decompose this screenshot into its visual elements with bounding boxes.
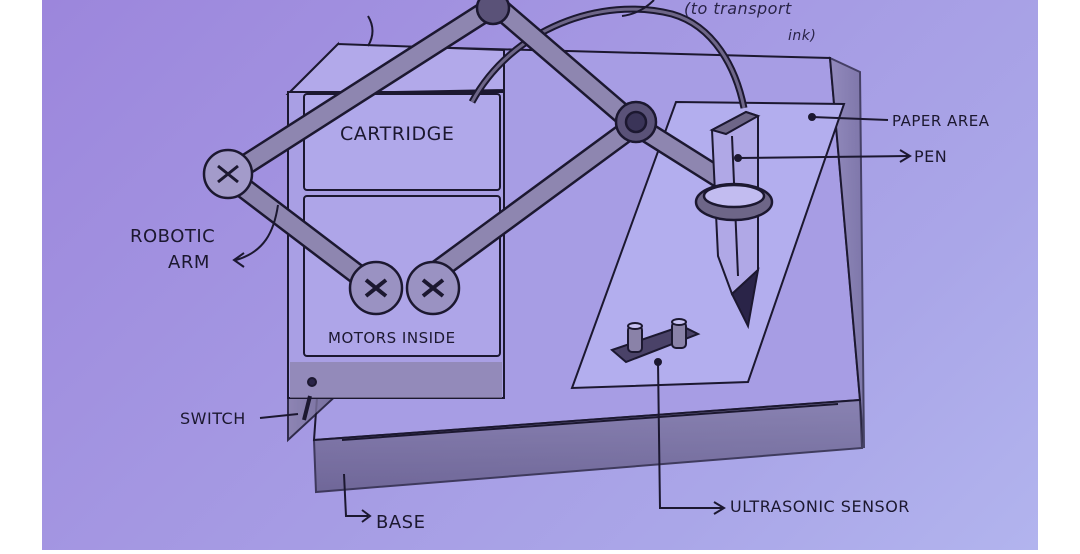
joint-elbow: [616, 102, 656, 142]
label-paper-area: PAPER AREA: [892, 112, 990, 130]
label-ultrasonic-sensor: ULTRASONIC SENSOR: [730, 497, 910, 516]
label-tube-note-2: ink): [788, 28, 816, 44]
label-switch: SWITCH: [180, 409, 246, 428]
robotic-arm-sketch: CARTRIDGE MOTORS INSIDE ROBOTIC ARM SWIT…: [42, 0, 1038, 550]
sketch-canvas: CARTRIDGE MOTORS INSIDE ROBOTIC ARM SWIT…: [42, 0, 1038, 550]
joint-top: [477, 0, 509, 24]
label-robotic-arm-2: ARM: [168, 252, 210, 273]
motor-left: [350, 262, 402, 314]
label-tube-note-1: (to transport: [684, 0, 792, 18]
label-pen: PEN: [914, 147, 947, 166]
motor-right: [407, 262, 459, 314]
label-base: BASE: [376, 512, 425, 533]
label-robotic-arm-1: ROBOTIC: [130, 226, 215, 247]
pen-holder-ring: [696, 184, 772, 220]
label-cartridge: CARTRIDGE: [340, 123, 454, 145]
joint-left: [204, 150, 252, 198]
label-motors-inside: MOTORS INSIDE: [328, 329, 456, 347]
